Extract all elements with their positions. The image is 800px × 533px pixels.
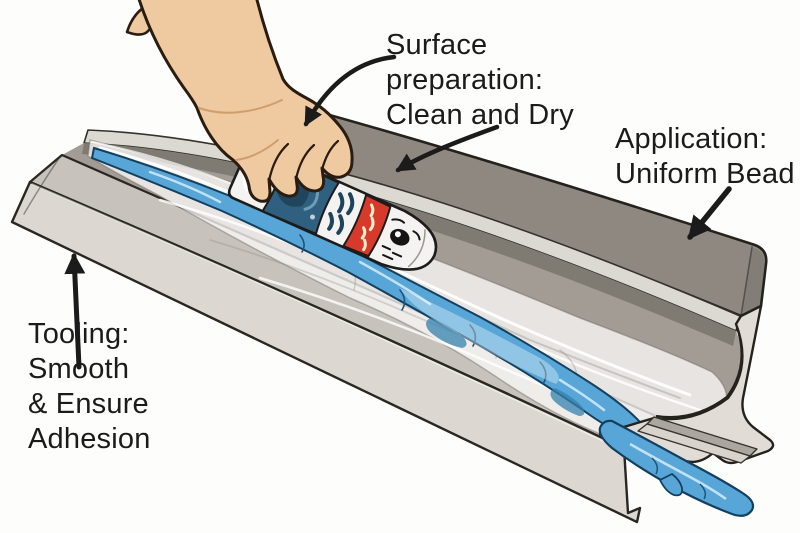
channel-end-profile xyxy=(598,304,775,468)
cartridge-label-marks xyxy=(327,192,355,235)
skin-creases xyxy=(198,99,283,161)
label-application: Application: Uniform Bead xyxy=(615,123,795,190)
bead-drip xyxy=(658,472,683,497)
bead-end-blob xyxy=(598,419,755,517)
rail-fold-line xyxy=(740,246,753,317)
left-end-crease xyxy=(23,156,61,215)
cartridge-mascot-graphic xyxy=(381,218,426,268)
finger-separators xyxy=(267,139,340,183)
rail-end-fold xyxy=(741,247,765,316)
film-over-bead xyxy=(400,288,559,384)
ledge-edge-highlight xyxy=(31,183,623,451)
arrow-tooling xyxy=(64,252,86,370)
red-band-marks xyxy=(360,203,375,252)
arrow-application xyxy=(687,186,732,240)
hand-holding-cartridge xyxy=(125,0,354,203)
label-surface-preparation: Surface preparation: Clean and Dry xyxy=(386,29,574,131)
label-tooling: Tooling: Smooth & Ensure Adhesion xyxy=(28,318,151,455)
arrow-surface-preparation-1 xyxy=(303,54,397,127)
end-inner-curve xyxy=(655,326,743,419)
arrow-surface-preparation-2 xyxy=(395,124,500,173)
annotation-arrows xyxy=(64,54,732,370)
end-flange-strip-2 xyxy=(637,423,751,464)
arm-and-hand xyxy=(137,0,354,203)
cartridge-red-band xyxy=(342,193,392,258)
